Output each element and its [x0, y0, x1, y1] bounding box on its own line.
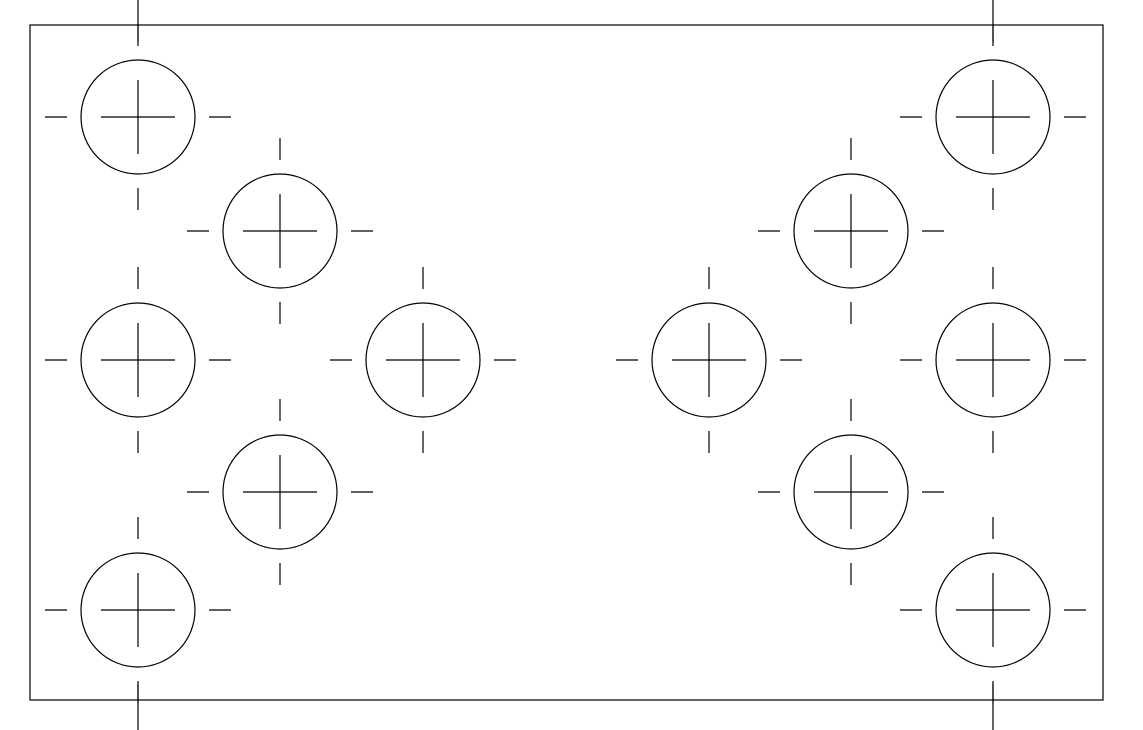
hole-right-center-inner — [616, 267, 802, 453]
hole-circle — [80, 59, 196, 175]
hole-right-upper-inner — [758, 138, 944, 324]
hole-right-bottom — [900, 517, 1086, 703]
hole-circle — [793, 173, 909, 289]
hole-group — [45, 0, 1086, 730]
hole-circle — [222, 173, 338, 289]
hole-left-center-inner — [330, 267, 516, 453]
hole-circle — [793, 434, 909, 550]
hole-circle — [80, 552, 196, 668]
hole-circle — [935, 302, 1051, 418]
hole-right-lower-inner — [758, 399, 944, 585]
hole-right-middle — [900, 267, 1086, 453]
hole-left-upper-inner — [187, 138, 373, 324]
hole-left-top — [45, 24, 231, 210]
hole-left-bottom — [45, 517, 231, 703]
plate-outline — [29, 24, 1104, 701]
hole-circle — [365, 302, 481, 418]
hole-left-middle — [45, 267, 231, 453]
hole-circle — [651, 302, 767, 418]
hole-right-top — [900, 24, 1086, 210]
hole-circle — [222, 434, 338, 550]
hole-circle — [935, 59, 1051, 175]
hole-circle — [935, 552, 1051, 668]
hole-left-lower-inner — [187, 399, 373, 585]
hole-circle — [80, 302, 196, 418]
